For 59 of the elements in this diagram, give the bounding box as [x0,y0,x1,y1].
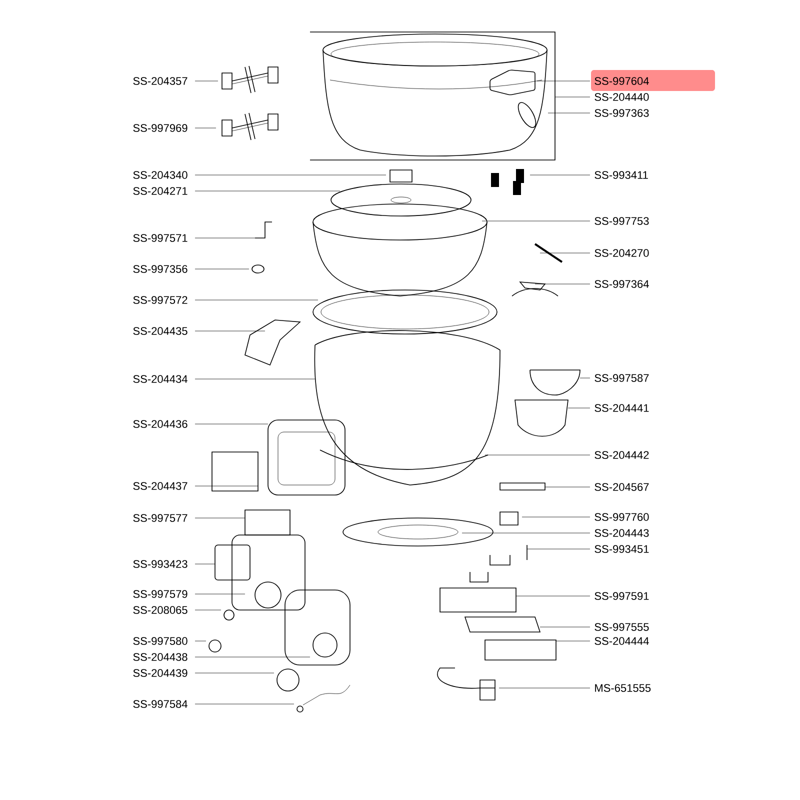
part-number: SS-997969 [133,124,188,132]
leader-line [548,112,590,114]
leader-line [556,640,590,642]
part-number: SS-204357 [133,77,188,85]
leader-line [530,174,590,176]
part-number: SS-997555 [594,623,649,631]
part-number: MS-651555 [595,684,651,692]
leader-line [554,96,590,98]
part-number: SS-208065 [133,606,188,614]
part-number: SS-204437 [133,482,188,490]
part-number: SS-997364 [594,280,649,288]
leader-line [536,80,590,82]
part-number: SS-204271 [133,187,188,195]
part-number: SS-204441 [594,404,649,412]
part-number: SS-204434 [133,375,188,383]
part-number: SS-997579 [133,590,188,598]
leader-line [194,268,250,270]
leader-line [194,378,316,380]
part-number: SS-993411 [594,171,648,179]
leader-line [522,516,590,518]
part-number: SS-204435 [133,327,188,335]
part-number: SS-997587 [594,374,649,382]
part-number: SS-997580 [133,637,188,645]
part-number: SS-204340 [133,171,188,179]
part-number: SS-997356 [133,265,188,273]
leader-line [544,486,590,488]
leader-line [194,656,310,658]
part-number: SS-204436 [133,420,188,428]
part-number: SS-997584 [133,700,188,708]
leader-line [462,532,590,534]
part-number: SS-997577 [133,514,188,522]
part-number: SS-204439 [133,669,188,677]
part-number: SS-997760 [594,513,649,521]
leader-line [482,220,590,222]
part-number: SS-997591 [594,592,649,600]
part-number: SS-997753 [594,217,649,225]
part-number: SS-993451 [594,545,649,553]
leader-line [526,548,590,550]
part-number: SS-204442 [594,451,649,459]
part-number: SS-204567 [594,483,649,491]
leader-line [194,330,266,332]
part-number: SS-997604 [594,77,649,85]
leader-line [194,672,274,674]
leader-line [194,190,340,192]
leader-line [194,174,386,176]
part-number: SS-204443 [594,529,649,537]
part-number: SS-204438 [133,653,188,661]
leader-line [484,454,590,456]
part-number: SS-993423 [133,560,188,568]
leader-line [194,640,206,642]
part-number: SS-204444 [594,637,649,645]
part-number: SS-997571 [133,234,188,242]
part-number: SS-997363 [594,109,649,117]
part-number: SS-204270 [594,249,649,257]
part-number: SS-204440 [594,93,649,101]
leader-line [194,80,218,82]
leader-line [540,252,590,254]
leader-line [540,626,590,628]
part-number: SS-997572 [133,296,188,304]
